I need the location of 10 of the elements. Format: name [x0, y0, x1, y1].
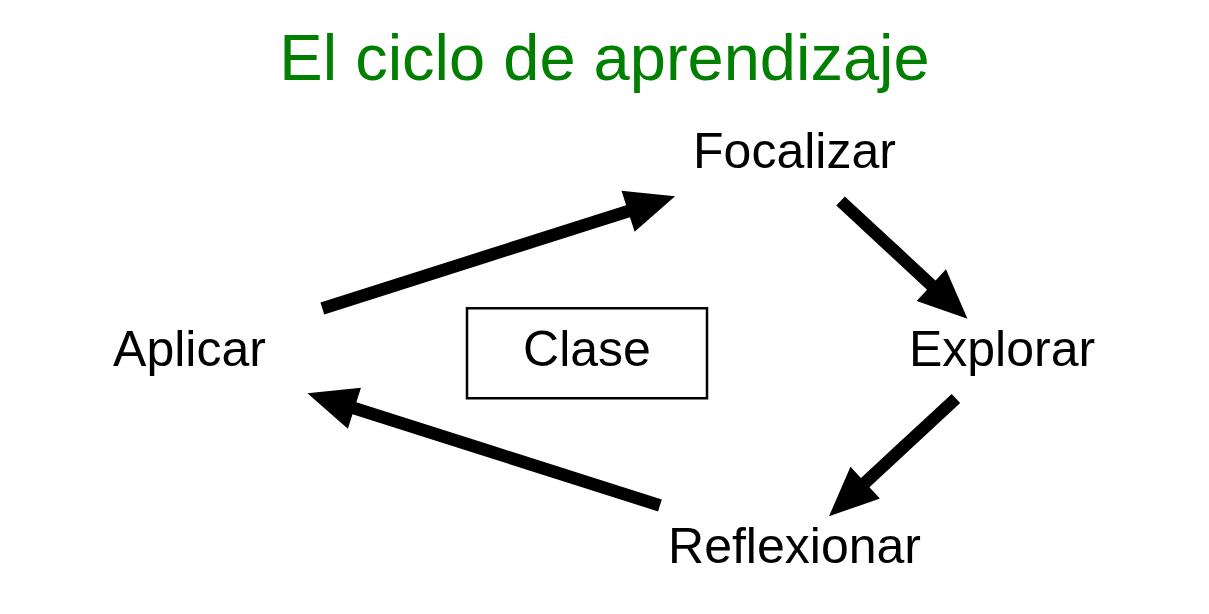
node-text: Reflexionar: [668, 518, 921, 575]
arrow: [307, 387, 662, 512]
node-text: Aplicar: [113, 320, 266, 377]
node-text: Explorar: [908, 320, 1096, 377]
node-box: Clase: [465, 307, 709, 400]
diagram-title: El ciclo de aprendizaje: [279, 21, 930, 95]
arrow: [320, 190, 676, 315]
node-text: Focalizar: [693, 123, 896, 180]
arrow: [829, 393, 961, 517]
arrow: [836, 196, 968, 319]
